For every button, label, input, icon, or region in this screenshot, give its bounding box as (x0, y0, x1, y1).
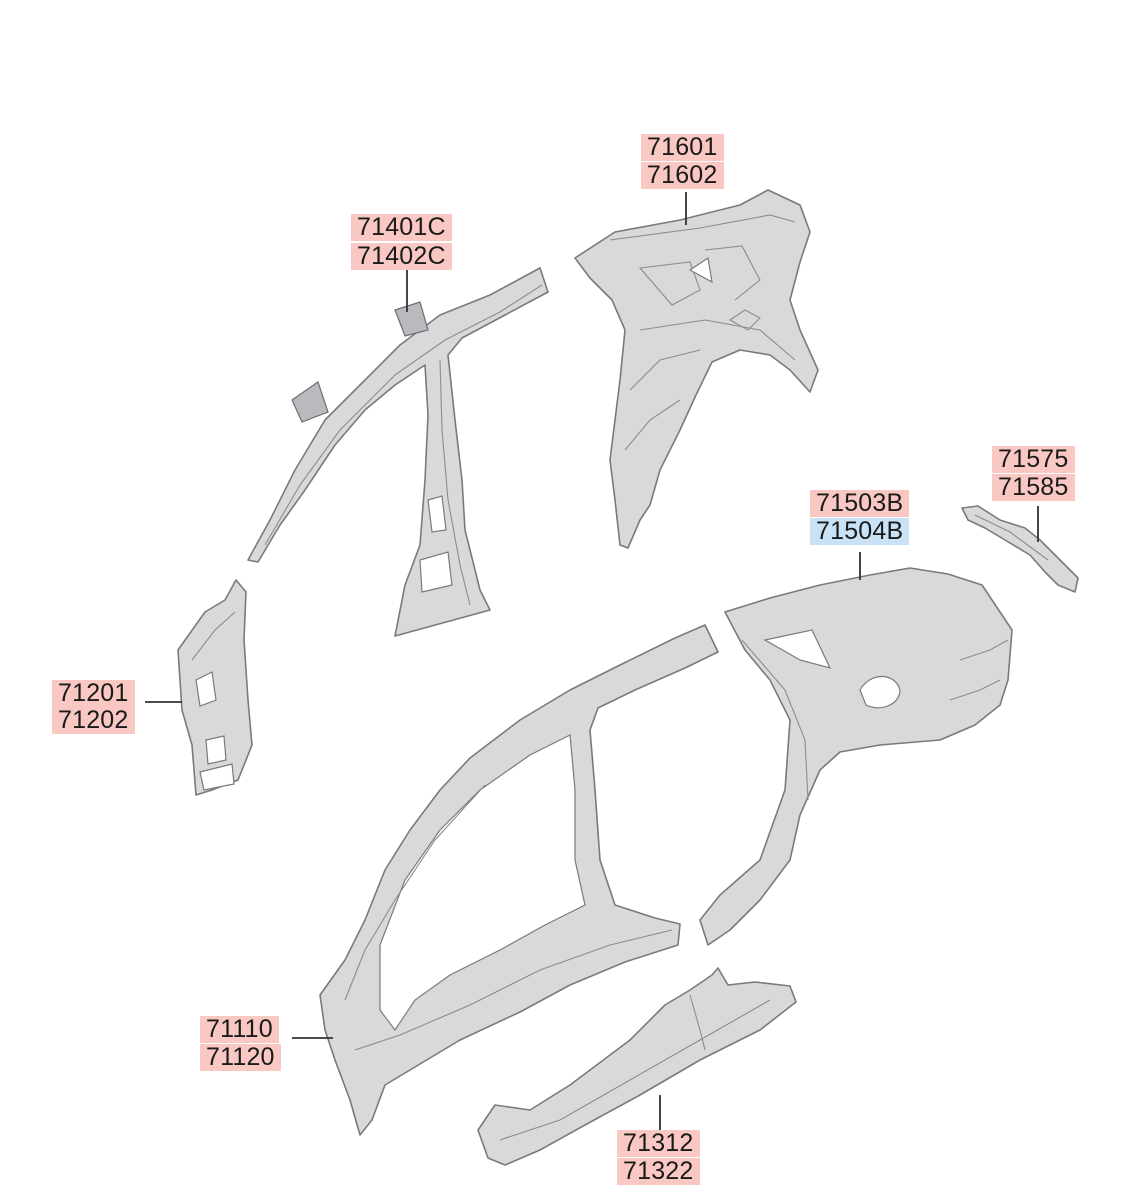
rear-inner-quarter-panel[interactable] (574, 189, 819, 549)
roof-rail-b-pillar-reinforcement[interactable] (247, 267, 549, 637)
part-number-71504b: 71504B (810, 518, 910, 545)
a-pillar-lower-inner[interactable] (177, 579, 253, 796)
part-number-71575: 71575 (992, 446, 1075, 473)
part-number-71120: 71120 (200, 1044, 281, 1071)
part-number-71322: 71322 (617, 1158, 700, 1185)
part-number-71601: 71601 (641, 134, 724, 161)
part-number-71201: 71201 (52, 680, 135, 707)
quarter-outer-panel[interactable] (699, 567, 1013, 946)
part-number-71503b: 71503B (810, 490, 910, 517)
part-number-71202: 71202 (52, 707, 135, 734)
part-number-71312: 71312 (617, 1130, 700, 1157)
part-number-71401c: 71401C (351, 214, 452, 241)
fuel-filler-bracket[interactable] (961, 505, 1079, 593)
leader-lines (145, 192, 1039, 1132)
part-number-71110: 71110 (200, 1016, 279, 1043)
part-number-71602: 71602 (641, 162, 724, 189)
part-number-71402c: 71402C (351, 243, 452, 270)
sill-panel[interactable] (477, 967, 797, 1166)
side-outer-panel[interactable] (319, 624, 719, 1136)
part-number-71585: 71585 (992, 474, 1075, 501)
